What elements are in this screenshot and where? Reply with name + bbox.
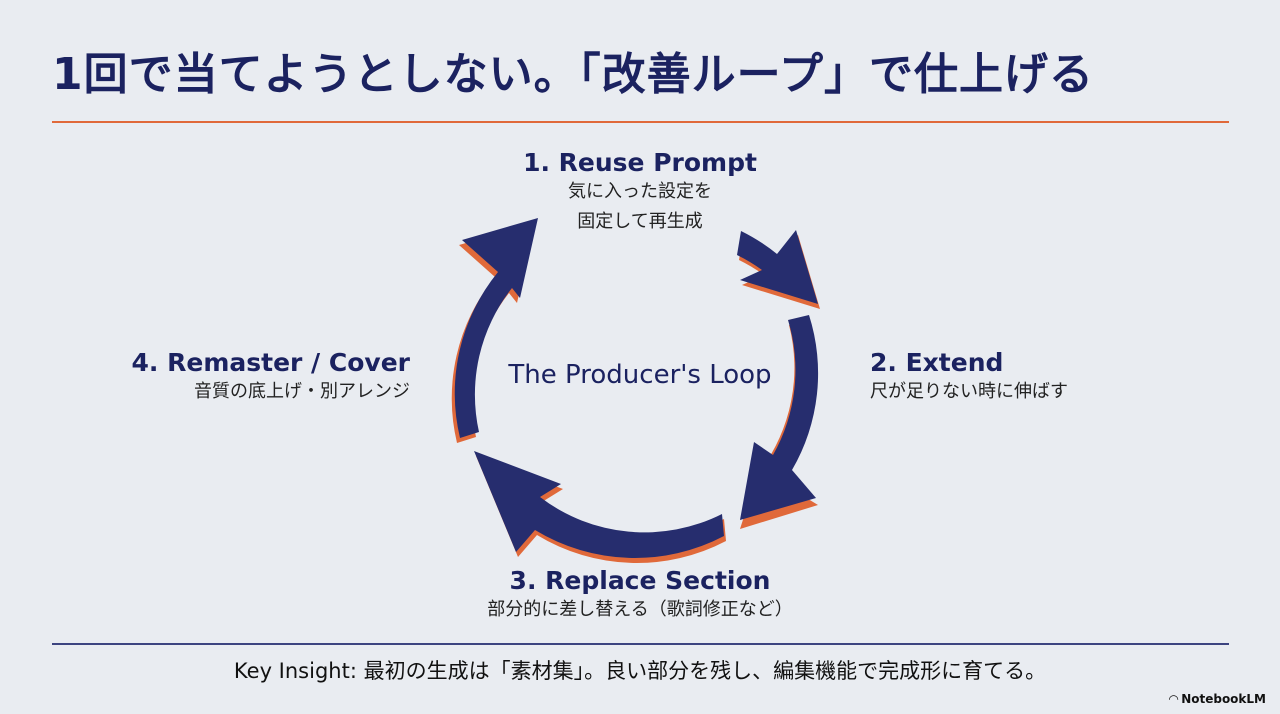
step-description: 気に入った設定を <box>568 181 712 202</box>
loop-arrow-2 <box>740 315 819 529</box>
step-title: 3. Replace Section <box>509 566 771 595</box>
step-description: 尺が足りない時に伸ばす <box>870 381 1068 402</box>
notebooklm-logo-icon: ◠ <box>1168 692 1179 706</box>
key-insight: Key Insight: 最初の生成は「素材集」。良い部分を残し、編集機能で完成… <box>233 659 1047 683</box>
step-extend: 2. Extend 尺が足りない時に伸ばす <box>870 348 1068 407</box>
step-reuse-prompt: 1. Reuse Prompt 気に入った設定を 固定して再生成 <box>490 148 790 237</box>
step-replace-section: 3. Replace Section 部分的に差し替える（歌詞修正など） <box>440 566 840 625</box>
title-divider <box>52 121 1229 123</box>
loop-arrow-4 <box>451 218 538 443</box>
step-title: 2. Extend <box>870 348 1004 377</box>
loop-arrow-1 <box>737 230 820 309</box>
brand-watermark: ◠NotebookLM <box>1169 692 1266 706</box>
step-remaster-cover: 4. Remaster / Cover 音質の底上げ・別アレンジ <box>100 348 410 407</box>
step-description: 音質の底上げ・別アレンジ <box>194 381 410 402</box>
loop-center-label: The Producer's Loop <box>508 360 772 390</box>
slide-title: 1回で当てようとしない。「改善ループ」で仕上げる <box>52 49 1094 100</box>
footer-divider <box>52 643 1229 645</box>
step-title: 1. Reuse Prompt <box>523 148 757 177</box>
loop-arrow-3 <box>474 451 726 563</box>
brand-name: NotebookLM <box>1181 692 1266 706</box>
step-title: 4. Remaster / Cover <box>131 348 410 377</box>
step-description: 部分的に差し替える（歌詞修正など） <box>487 599 793 620</box>
step-description: 固定して再生成 <box>577 211 703 232</box>
